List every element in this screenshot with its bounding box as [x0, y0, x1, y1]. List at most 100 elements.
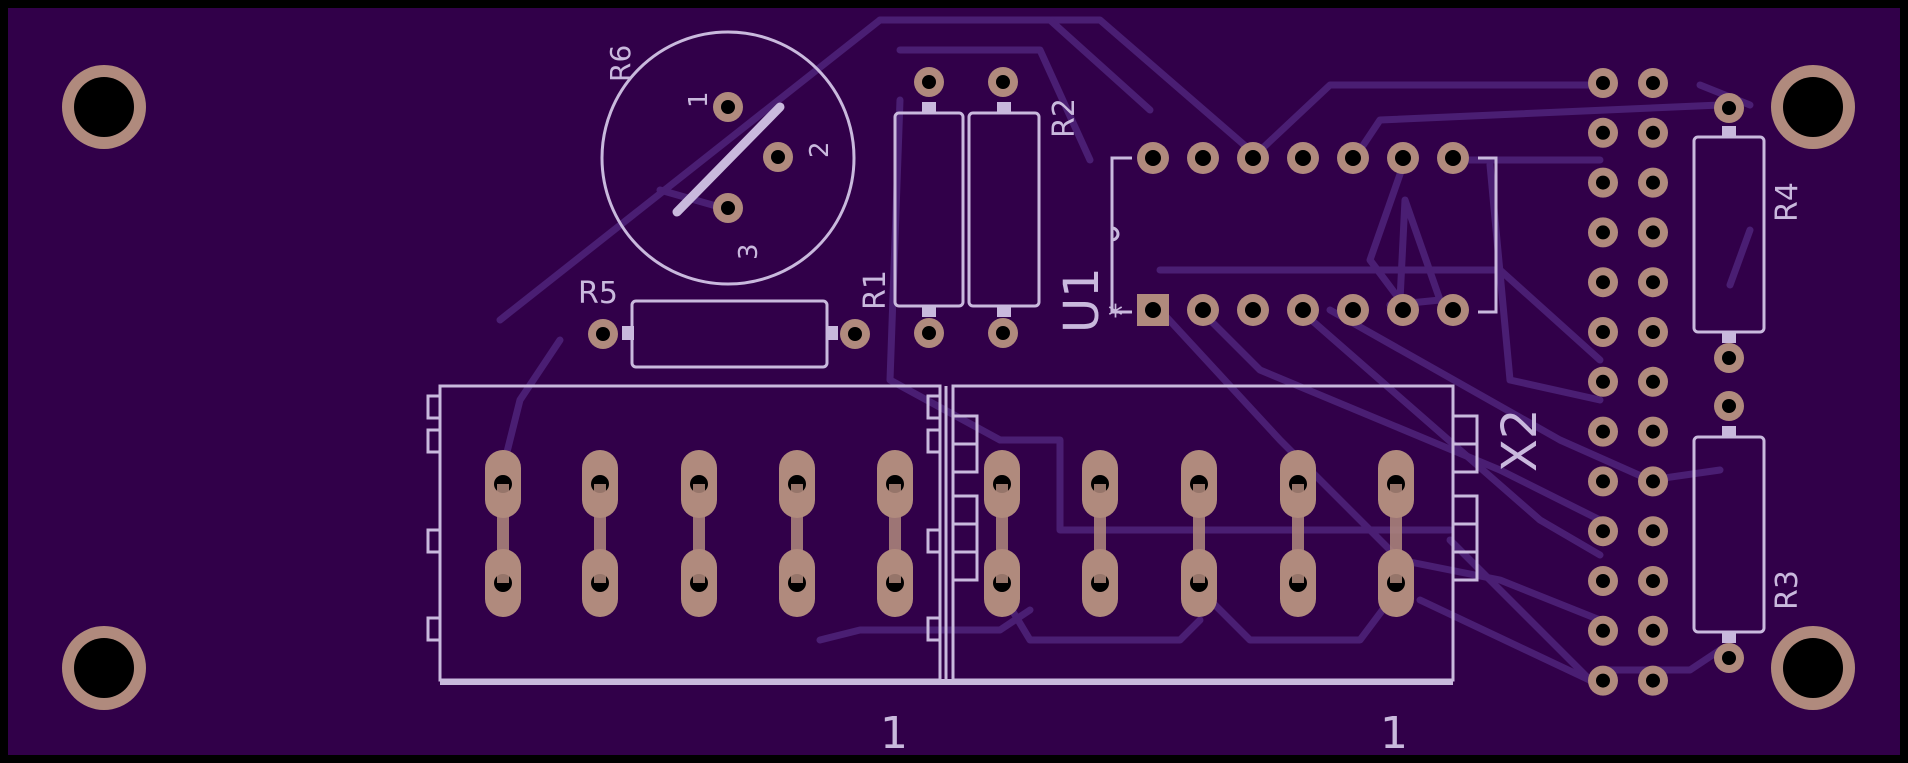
ic-u1: U1 * — [1054, 142, 1498, 334]
header-pin-pad — [1588, 516, 1618, 547]
resistor-r1: R1 — [858, 67, 965, 348]
mounting-holes — [62, 65, 1855, 710]
ic-pin-pad — [1437, 294, 1469, 326]
header-pin-pad — [1588, 366, 1618, 397]
resistor-r3: R3 — [1692, 391, 1805, 673]
resistor-pad — [1714, 343, 1744, 373]
header-pin-pad — [1588, 317, 1618, 347]
resistor-pad — [1714, 93, 1744, 123]
x2-label: X2 — [1492, 409, 1548, 472]
header-pin-pad — [1588, 665, 1618, 696]
header-pin-pad — [1588, 416, 1618, 447]
trace — [1246, 81, 1604, 164]
header-pin-pad — [1638, 466, 1668, 497]
u1-pin1-marker: * — [1108, 299, 1123, 334]
connector-left-pin1-label: 1 — [880, 708, 908, 759]
resistor-pad — [988, 67, 1018, 97]
pad-link — [1390, 484, 1402, 583]
resistor-pad — [588, 319, 618, 349]
connector-x2: X2 1 1 — [426, 384, 1548, 759]
potentiometer-r6: R6 1 2 3 — [600, 30, 856, 286]
trace — [1726, 226, 1754, 289]
header-pin-pad — [1638, 317, 1668, 347]
header-pin-pad — [1638, 117, 1668, 148]
connector-pads — [485, 450, 1414, 617]
header-pin-pad — [1638, 167, 1668, 198]
header-pin-pad — [1588, 167, 1618, 198]
pot-pad — [713, 193, 743, 223]
ic-pin-pad — [1387, 294, 1419, 326]
header-pin-pad — [1638, 615, 1668, 646]
resistor-pad — [914, 318, 944, 348]
trace — [1296, 306, 1604, 559]
trace — [1326, 306, 1724, 484]
resistor-pad — [1714, 643, 1744, 673]
r6-label: R6 — [604, 45, 637, 82]
trace — [1446, 536, 1594, 684]
pad-link — [996, 484, 1008, 583]
header-pin-pad — [1588, 566, 1618, 596]
ic-pin-row-bottom — [1187, 294, 1469, 326]
header-pin-pad — [1588, 117, 1618, 148]
resistor-pad — [988, 318, 1018, 348]
trace — [886, 96, 1454, 534]
pad-link — [693, 484, 705, 583]
pad-link — [594, 484, 606, 583]
r4-label: R4 — [1770, 182, 1805, 222]
r3-label: R3 — [1770, 570, 1805, 610]
header-pin-pad — [1638, 68, 1668, 98]
trace — [896, 46, 1094, 164]
mounting-hole — [1771, 65, 1855, 149]
header-pin-pad — [1588, 615, 1618, 646]
pad-link — [1292, 484, 1304, 583]
pad-link — [497, 484, 509, 583]
pad-link — [1094, 484, 1106, 583]
header-pin-pad — [1638, 416, 1668, 447]
header-pin-pad — [1638, 516, 1668, 547]
r6-pin1-label: 1 — [684, 91, 714, 108]
header-pin-pad — [1588, 68, 1618, 98]
resistor-pad — [914, 67, 944, 97]
ic-pin-row-top — [1137, 142, 1469, 174]
trace — [1196, 306, 1604, 524]
ic-pin-pad — [1237, 142, 1269, 174]
header-pin-pad — [1588, 466, 1618, 497]
header-pin-pad — [1588, 217, 1618, 248]
header-pin-pad — [1638, 665, 1668, 696]
r2-label: R2 — [1047, 98, 1082, 138]
mounting-hole — [1771, 626, 1855, 710]
header-pin-pad — [1638, 217, 1668, 248]
trace — [876, 16, 1154, 114]
pad-link — [1193, 484, 1205, 583]
ic-pin-pad — [1337, 142, 1369, 174]
ic-pin-pad — [1137, 142, 1169, 174]
r6-pin2-label: 2 — [805, 141, 835, 158]
trace — [1196, 586, 1394, 644]
resistor-pad — [1714, 391, 1744, 421]
pot-pad — [713, 92, 743, 122]
resistor-r2: R2 — [967, 67, 1082, 348]
mounting-hole — [62, 626, 146, 710]
r1-label: R1 — [858, 270, 893, 310]
ic-pin-pad — [1287, 294, 1319, 326]
r6-pin3-label: 3 — [734, 243, 764, 260]
trace — [1596, 646, 1724, 674]
trace — [1416, 596, 1604, 689]
u1-label: U1 — [1054, 267, 1110, 333]
ic-pin-pad — [1237, 294, 1269, 326]
header-pin-pad — [1638, 267, 1668, 298]
pot-pad — [763, 142, 793, 172]
ic-pin-pad — [1187, 294, 1219, 326]
ic-pin-pad — [1287, 142, 1319, 174]
mounting-hole — [62, 65, 146, 149]
connector-side-tabs — [426, 394, 1479, 642]
resistor-r4: R4 — [1692, 93, 1805, 373]
header-pin-pad — [1638, 566, 1668, 596]
trace — [1356, 101, 1724, 154]
ic-pin-pad — [1187, 142, 1219, 174]
header-pin-pad — [1638, 366, 1668, 397]
trace — [996, 586, 1204, 644]
pad-link — [791, 484, 803, 583]
